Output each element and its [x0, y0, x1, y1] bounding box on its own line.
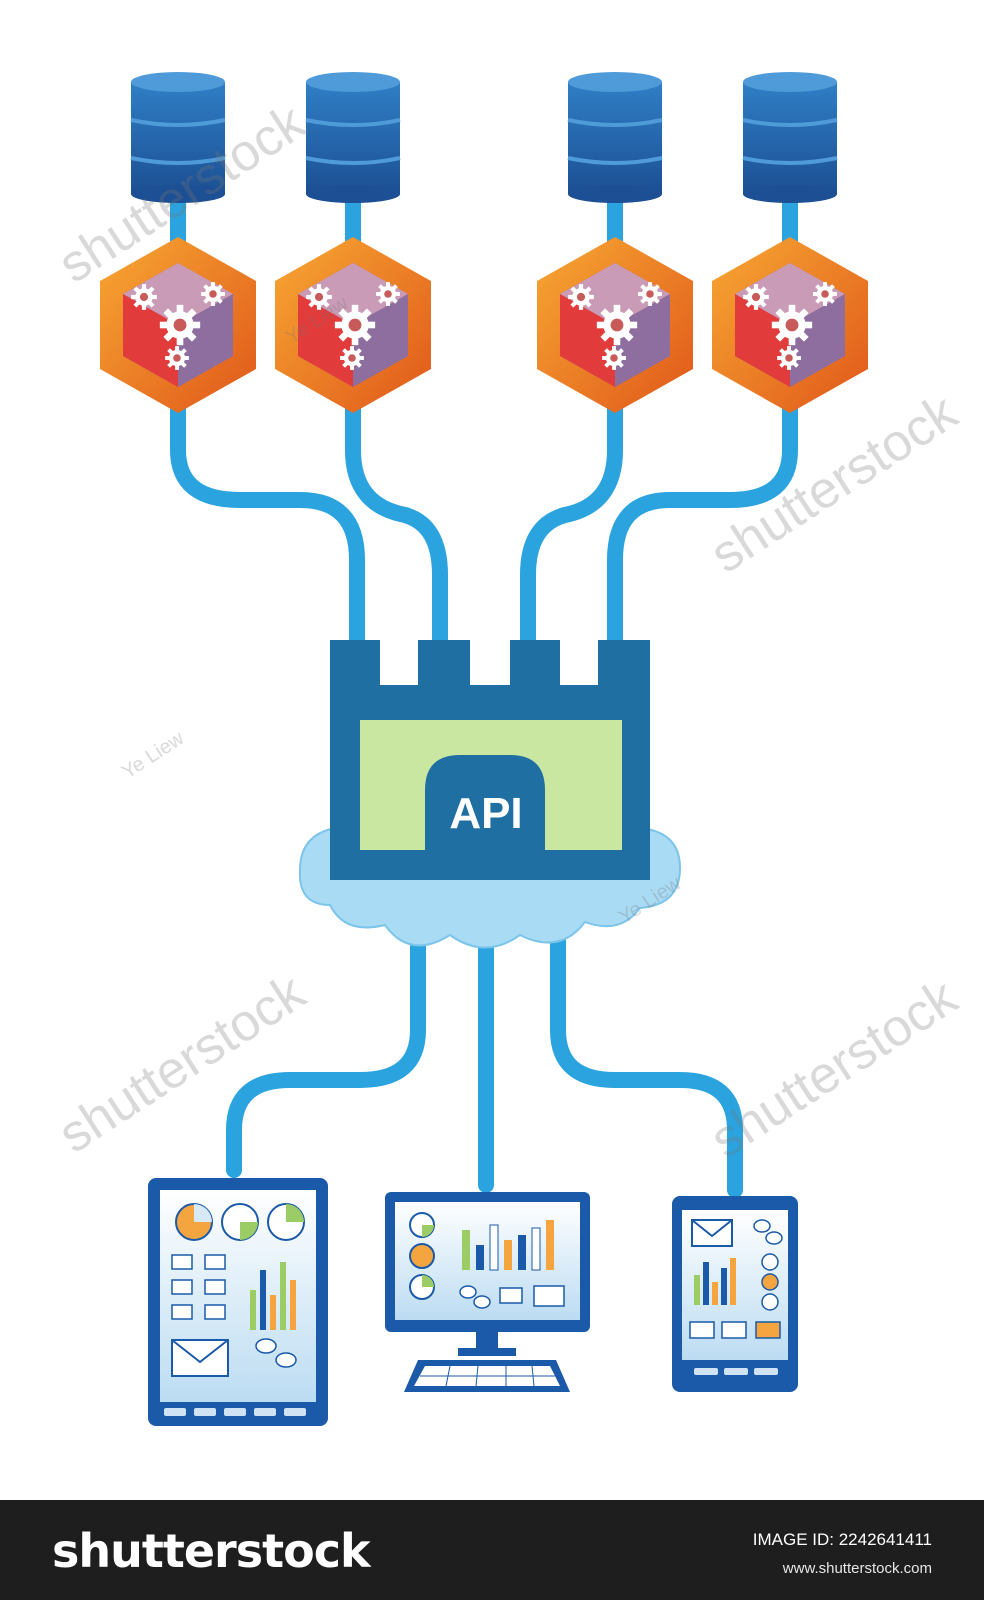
- microservice-hexagons: [100, 237, 868, 413]
- database-icons: [130, 72, 838, 203]
- connection-pipes: [170, 188, 798, 1198]
- desktop-monitor: [385, 1192, 590, 1392]
- microservice-hexagon-3: [537, 237, 693, 413]
- microservice-hexagon-1: [100, 237, 256, 413]
- envelope-icon: [691, 1219, 733, 1247]
- pipe-hex3-gateway: [520, 397, 623, 648]
- bar-chart-icon: [462, 1220, 554, 1271]
- pipe-cloud-phone: [550, 927, 743, 1198]
- bar-chart-icon: [694, 1258, 736, 1305]
- smartphone-device: [672, 1196, 798, 1392]
- bar-chart-icon: [250, 1262, 296, 1330]
- microservice-hexagon-2: [275, 237, 431, 413]
- tablet-device: [148, 1178, 328, 1426]
- api-label: API: [449, 789, 522, 838]
- microservice-hexagon-4: [712, 237, 868, 413]
- footer-site-url: www.shutterstock.com: [782, 1560, 932, 1577]
- keyboard-icon: [404, 1360, 570, 1392]
- database-icon-1: [130, 72, 226, 203]
- speech-bubble-icon: [255, 1338, 297, 1368]
- footer-brand-logo: shutterstock: [52, 1524, 371, 1578]
- database-icon-3: [567, 72, 663, 203]
- database-icon-2: [305, 72, 401, 203]
- pipe-hex1-gateway: [170, 397, 365, 648]
- pipe-hex2-gateway: [345, 397, 448, 648]
- pipe-hex4-gateway: [607, 397, 798, 648]
- footer-bar: shutterstock IMAGE ID: 2242641411 www.sh…: [0, 1500, 984, 1600]
- api-gateway-castle: [330, 640, 650, 880]
- api-architecture-diagram: API: [100, 72, 868, 1426]
- database-icon-4: [742, 72, 838, 203]
- envelope-icon: [171, 1339, 229, 1377]
- pipe-cloud-tablet: [226, 927, 426, 1178]
- footer-image-id: IMAGE ID: 2242641411: [752, 1530, 932, 1549]
